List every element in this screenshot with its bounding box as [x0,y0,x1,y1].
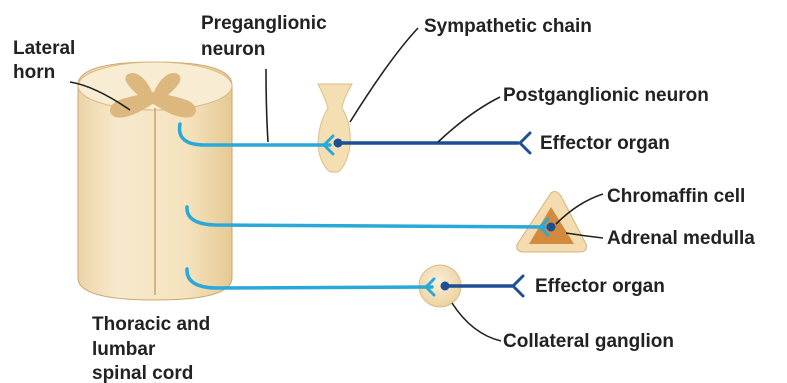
label-adrenal-medulla: Adrenal medulla [607,228,755,249]
postganglionic-cell-body-1 [334,139,343,148]
leader-preganglionic [266,69,268,142]
label-chromaffin-cell: Chromaffin cell [607,186,745,207]
label-effector-organ-2: Effector organ [535,276,665,297]
adrenal-gland [517,192,587,252]
effector-terminal-2 [513,276,523,296]
effector-terminals [513,133,530,296]
postganglionic-cell-body-2 [441,282,450,291]
chromaffin-cell-body [547,223,556,232]
spinal-cord [78,62,232,300]
leader-sympathetic-chain [350,28,418,122]
label-preganglionic-neuron: Preganglionic neuron [201,13,332,60]
postganglionic-fibers [338,143,518,286]
label-postganglionic-neuron: Postganglionic neuron [503,85,709,106]
leader-collateral [452,303,501,341]
effector-terminal-1 [520,133,530,153]
preganglionic-fiber-2 [187,207,545,227]
label-spinal-cord: Thoracic and lumbar spinal cord [92,314,216,383]
preganglionic-fibers [180,124,545,288]
sympathetic-chain-ganglion [318,84,352,172]
label-effector-organ-1: Effector organ [540,133,670,154]
label-collateral-ganglion: Collateral ganglion [503,331,674,352]
label-lateral-horn: Lateral horn [13,38,81,83]
leader-postganglionic [438,97,500,142]
label-sympathetic-chain: Sympathetic chain [424,16,592,37]
